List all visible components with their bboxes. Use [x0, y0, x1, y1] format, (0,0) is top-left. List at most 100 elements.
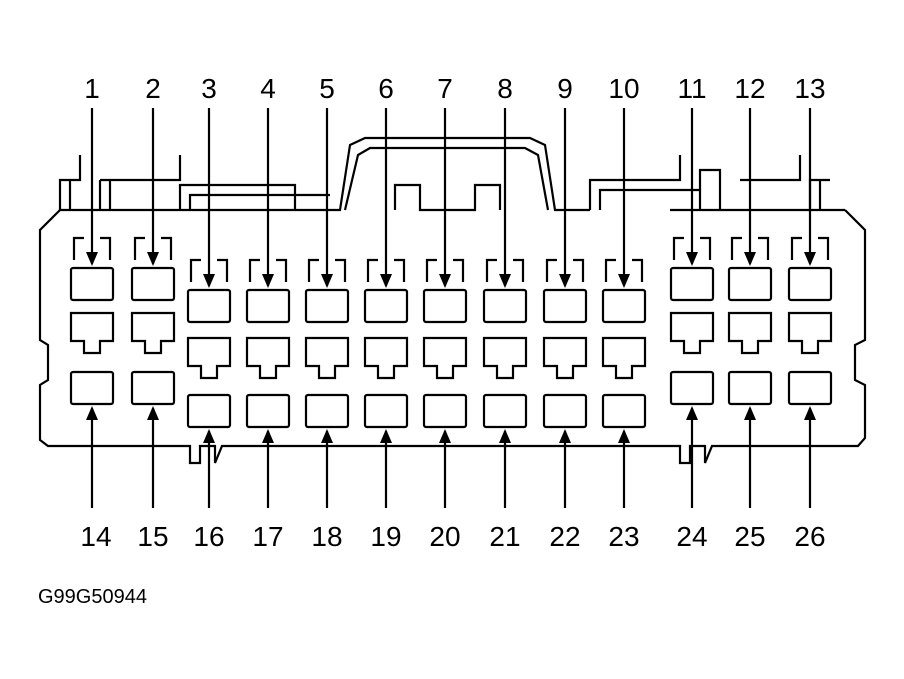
arrowhead-icon [147, 406, 159, 420]
pin-number-top: 6 [378, 73, 394, 104]
pin-number-bottom: 23 [608, 521, 639, 552]
cavity-slot [189, 258, 229, 282]
cavity-slot [790, 236, 830, 260]
cavity-top [130, 266, 176, 302]
cavity-bottom [787, 370, 833, 406]
cavity-bottom [727, 370, 773, 406]
arrowhead-icon [618, 429, 630, 443]
arrowhead-icon [559, 274, 571, 288]
arrowhead-icon [380, 429, 392, 443]
cavity-top [727, 266, 773, 302]
cavity-keyed [542, 336, 588, 380]
cavity-slot [485, 258, 525, 282]
arrowhead-icon [804, 252, 816, 266]
cavity-keyed [727, 311, 773, 355]
cavity-keyed [186, 336, 232, 380]
cavity-slot [730, 236, 770, 260]
arrowhead-icon [686, 252, 698, 266]
cavity-bottom [669, 370, 715, 406]
cavity-top [482, 288, 528, 324]
arrowhead-icon [147, 252, 159, 266]
cavity-top [69, 266, 115, 302]
pin-number-bottom: 14 [80, 521, 111, 552]
pin-number-bottom: 24 [676, 521, 707, 552]
arrowhead-icon [380, 274, 392, 288]
pin-number-bottom: 20 [429, 521, 460, 552]
arrowhead-icon [744, 406, 756, 420]
cavity-keyed [130, 311, 176, 355]
arrowhead-icon [321, 274, 333, 288]
pin-number-top: 4 [260, 73, 276, 104]
cavity-keyed [482, 336, 528, 380]
cavity-slot [672, 236, 712, 260]
cavity-keyed [787, 311, 833, 355]
arrowhead-icon [686, 406, 698, 420]
pin-number-bottom: 19 [370, 521, 401, 552]
arrowhead-icon [618, 274, 630, 288]
cavity-top [601, 288, 647, 324]
cavity-bottom [482, 393, 528, 429]
figure-code: G99G50944 [38, 586, 147, 608]
pin-number-bottom: 25 [734, 521, 765, 552]
arrowhead-icon [744, 252, 756, 266]
pin-number-top: 10 [608, 73, 639, 104]
pin-number-top: 2 [145, 73, 161, 104]
pin-number-top: 13 [794, 73, 825, 104]
cavity-slot [72, 236, 112, 260]
cavity-slot [248, 258, 288, 282]
arrowhead-icon [86, 252, 98, 266]
cavity-bottom [601, 393, 647, 429]
cavity-slot [133, 236, 173, 260]
cavity-top [245, 288, 291, 324]
arrowhead-icon [499, 429, 511, 443]
cavity-top [304, 288, 350, 324]
cavity-slot [307, 258, 347, 282]
arrowhead-icon [321, 429, 333, 443]
arrowhead-icon [262, 429, 274, 443]
pin-number-top: 5 [319, 73, 335, 104]
pin-number-bottom: 15 [137, 521, 168, 552]
connector-housing [38, 136, 867, 465]
cavity-bottom [186, 393, 232, 429]
cavity-bottom [422, 393, 468, 429]
cavity-top [669, 266, 715, 302]
arrowhead-icon [262, 274, 274, 288]
arrowhead-icon [203, 274, 215, 288]
pin-number-top: 1 [84, 73, 100, 104]
cavity-bottom [245, 393, 291, 429]
pin-number-bottom: 17 [252, 521, 283, 552]
pin-number-bottom: 16 [193, 521, 224, 552]
cavity-top [787, 266, 833, 302]
cavity-top [186, 288, 232, 324]
pin-number-top: 11 [677, 73, 706, 104]
cavity-keyed [245, 336, 291, 380]
arrowhead-icon [804, 406, 816, 420]
pin-number-bottom: 21 [489, 521, 520, 552]
pin-number-top: 8 [497, 73, 513, 104]
cavity-bottom [363, 393, 409, 429]
cavity-top [422, 288, 468, 324]
cavity-top [363, 288, 409, 324]
pin-number-top: 12 [734, 73, 765, 104]
cavity-slot [604, 258, 644, 282]
cavity-keyed [69, 311, 115, 355]
cavity-keyed [601, 336, 647, 380]
arrowhead-icon [86, 406, 98, 420]
arrowhead-icon [203, 429, 215, 443]
cavity-bottom [304, 393, 350, 429]
pin-number-top: 7 [437, 73, 453, 104]
cavity-keyed [422, 336, 468, 380]
arrowhead-icon [499, 274, 511, 288]
cavity-keyed [669, 311, 715, 355]
cavity-keyed [304, 336, 350, 380]
cavity-slot [366, 258, 406, 282]
cavity-bottom [69, 370, 115, 406]
pin-number-bottom: 18 [311, 521, 342, 552]
arrowhead-icon [439, 429, 451, 443]
pin-number-bottom: 22 [549, 521, 580, 552]
cavity-bottom [130, 370, 176, 406]
cavity-slot [425, 258, 465, 282]
cavity-bottom [542, 393, 588, 429]
pin-number-top: 9 [557, 73, 573, 104]
